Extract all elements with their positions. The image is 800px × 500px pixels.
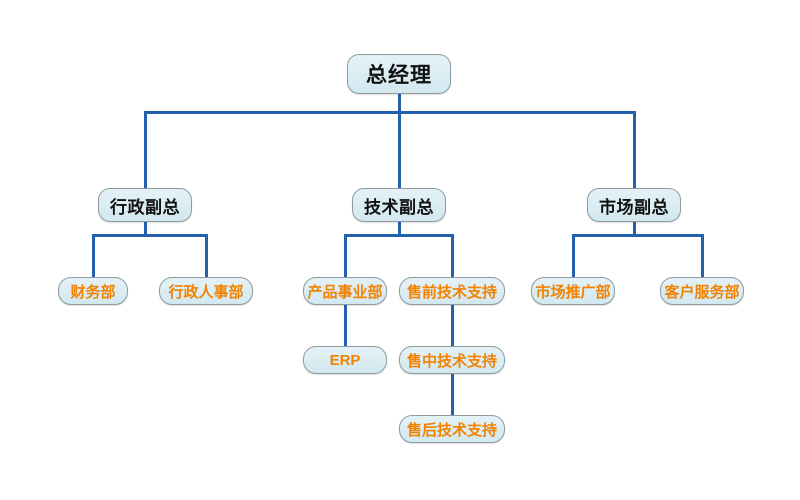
connector-line	[344, 303, 347, 348]
connector-line	[144, 111, 636, 114]
node-admin-hr-dept: 行政人事部	[159, 277, 253, 305]
connector-line	[398, 92, 401, 113]
connector-line	[572, 234, 575, 279]
node-midsales-support: 售中技术支持	[399, 346, 505, 374]
connector-line	[205, 234, 208, 279]
node-general-manager: 总经理	[347, 54, 451, 94]
connector-line	[572, 234, 703, 237]
node-marketing-dept: 市场推广部	[531, 277, 615, 305]
node-finance-dept: 财务部	[58, 277, 128, 305]
node-admin-vp: 行政副总	[98, 188, 192, 222]
node-tech-vp: 技术副总	[352, 188, 446, 222]
node-marketing-vp: 市场副总	[587, 188, 681, 222]
connector-line	[344, 234, 347, 279]
connector-line	[451, 234, 454, 279]
connector-line	[398, 111, 401, 190]
connector-line	[633, 111, 636, 190]
node-erp: ERP	[303, 346, 387, 374]
node-presales-support: 售前技术支持	[399, 277, 505, 305]
connector-line	[144, 111, 147, 190]
connector-line	[92, 234, 207, 237]
connector-line	[144, 220, 147, 236]
connector-line	[633, 220, 636, 236]
connector-line	[701, 234, 704, 279]
node-product-division: 产品事业部	[303, 277, 387, 305]
node-customer-service-dept: 客户服务部	[660, 277, 744, 305]
connector-line	[398, 220, 401, 236]
connector-line	[344, 234, 454, 237]
connector-line	[92, 234, 95, 279]
connector-line	[451, 303, 454, 348]
node-aftersales-support: 售后技术支持	[399, 415, 505, 443]
connector-line	[451, 372, 454, 417]
